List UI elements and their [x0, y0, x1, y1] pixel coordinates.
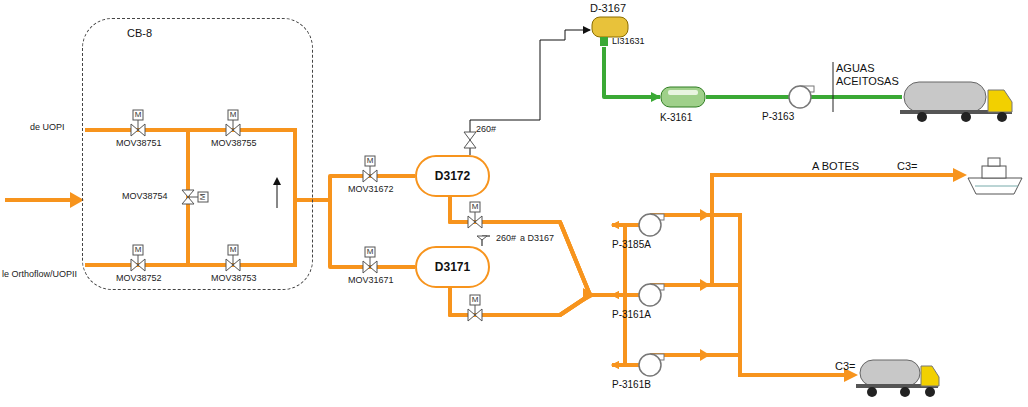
tag-label: MOV31671: [348, 275, 394, 286]
vessel-tag: D3172: [435, 169, 470, 183]
tag-label: a D3167: [520, 233, 554, 244]
region-node: CB-8: [82, 18, 313, 290]
tag-label: A BOTES: [812, 160, 859, 173]
suction-line: [762, 95, 790, 99]
tag-label: MOV38754: [122, 191, 168, 202]
pump-node: P-3161B: [612, 351, 672, 391]
pump-symbol: [612, 211, 672, 239]
pump-body: [639, 214, 661, 236]
tank-truck: [856, 360, 939, 397]
equipment-tag: P-3161A: [612, 309, 672, 321]
pump-node: P-3185A: [612, 211, 672, 251]
drum-node: D-3167LI31631: [590, 2, 662, 47]
level-nozzle: [600, 37, 608, 46]
vessel-node: D3172: [415, 155, 490, 197]
actuator-letter: M: [470, 202, 480, 212]
actuator-letter: M: [365, 156, 375, 166]
drum-row: LI31631: [590, 15, 662, 47]
pump-symbol: [612, 281, 672, 309]
tag-label: MOV38755: [211, 138, 257, 149]
vessel-tag: D-3167: [590, 2, 662, 15]
pipe-connector: [470, 30, 590, 155]
filter-node: K-3161: [660, 86, 706, 124]
actuator-letter: M: [470, 295, 480, 305]
tag-label: MOV38753: [211, 273, 257, 284]
tag-label: 260#: [496, 233, 516, 244]
pipe-connector: [450, 288, 625, 315]
instrument-tag: LI31631: [612, 36, 645, 47]
tag-label: 260#: [476, 124, 496, 135]
suction-line: [612, 363, 640, 367]
boat: [968, 158, 1022, 194]
filter-highlight: [668, 90, 698, 95]
tag-label: MOV38751: [116, 138, 162, 149]
pump-symbol: [612, 351, 672, 379]
pump-symbol: [762, 83, 822, 111]
drum-body: [592, 17, 628, 37]
suction-line: [612, 293, 640, 297]
suction-line: [612, 223, 640, 227]
tag-label: C3=: [835, 360, 856, 373]
tag-label: MOV38752: [116, 273, 162, 284]
pipe-connector: [313, 200, 415, 267]
actuator-letter: M: [365, 247, 375, 257]
tag-label: le Orthoflow/UOPII: [2, 269, 77, 280]
equipment-tag: K-3161: [660, 112, 706, 124]
pump-body: [639, 284, 661, 306]
pipe-connector: [706, 95, 762, 99]
actuator-letter: M: [228, 110, 238, 120]
equipment-tag: P-3163: [762, 111, 822, 123]
vessel-tag: D3171: [435, 260, 470, 274]
pump-body: [639, 354, 661, 376]
pump-body: [789, 86, 811, 108]
equipment-tag: P-3185A: [612, 239, 672, 251]
vessel-node: D3171: [415, 246, 490, 288]
equipment-tag: P-3161B: [612, 379, 672, 391]
tag-label: C3=: [897, 160, 918, 173]
pump-node: P-3163: [762, 83, 822, 123]
filter-body: [661, 87, 705, 107]
tank-truck: [900, 82, 1012, 122]
region-label: CB-8: [127, 27, 312, 39]
pump-node: P-3161A: [612, 281, 672, 321]
pipe-connector: [604, 47, 660, 97]
actuator-letter: M: [228, 245, 238, 255]
filter-symbol: [660, 86, 706, 108]
pipe-connector: [450, 288, 625, 365]
tag-label: AGUAS ACEITOSAS: [836, 62, 916, 88]
actuator-letter: M: [198, 192, 208, 202]
tag-label: de UOPI: [30, 122, 65, 133]
actuator-letter: M: [133, 110, 143, 120]
tag-label: MOV31672: [348, 184, 394, 195]
actuator-letter: M: [133, 245, 143, 255]
